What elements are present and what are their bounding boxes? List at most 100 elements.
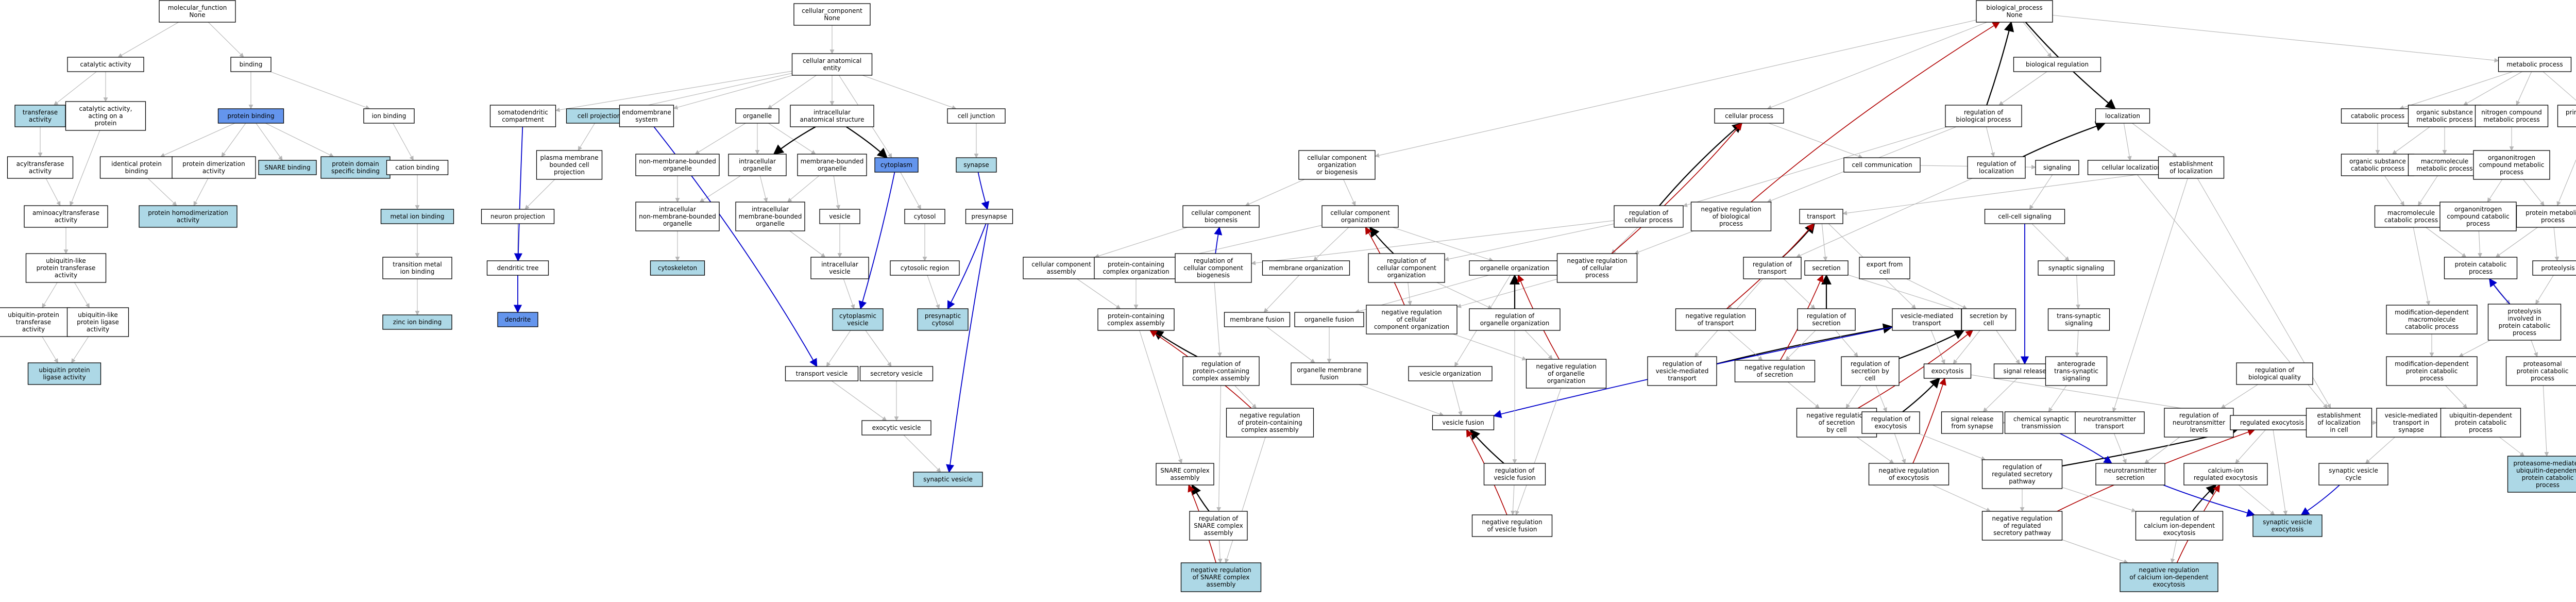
edge-gray-membrane_org-to-membrane_fusion — [1263, 275, 1300, 313]
edge-gray-metabolic-to-primary_met — [2543, 71, 2576, 101]
term-label-line: cation binding — [395, 164, 439, 171]
edge-gray-transport_vesicle-to-exocytic_vesicle — [831, 380, 887, 421]
term-label-line: component organization — [1374, 323, 1449, 330]
edge-black-reg_snare-to-snare_assembly — [1191, 484, 1210, 512]
edge-gray-intra_org-to-intra_mem — [759, 175, 768, 203]
edge-gray-cae-to-organelle — [767, 75, 817, 109]
term-box — [1976, 0, 2053, 23]
term-label-line: transport vesicle — [796, 370, 848, 377]
edge-gray-cae-to-cell_junction — [862, 75, 957, 110]
term-label-line: in cell — [2330, 426, 2348, 433]
term-node-cell-comm: cell communication — [1843, 157, 1921, 173]
term-box — [382, 257, 452, 279]
term-box — [797, 154, 867, 176]
term-box — [159, 0, 236, 23]
edge-gray-reg_nt_levels-to-nt_secretion — [2144, 437, 2180, 464]
term-box — [1471, 514, 1553, 537]
term-box — [859, 366, 934, 381]
edge-gray-identical_pb-to-homodimer — [147, 178, 177, 206]
term-label-line: negative regulation — [1567, 257, 1627, 264]
edge-gray-catalytic-to-transferase — [54, 71, 97, 106]
term-box — [1366, 305, 1458, 335]
edge-gray-secretion-to-secretion_by_cell — [1848, 274, 1962, 312]
edge-gray-cae-to-somatodendritic — [555, 71, 792, 112]
term-node-secretion: secretion — [1804, 260, 1849, 276]
term-box — [650, 260, 705, 276]
term-label-line: macromolecule — [2408, 316, 2455, 323]
term-box — [1799, 209, 1843, 224]
edge-gray-reg_secretion_cell-to-neg_reg_secretion_cell — [1845, 385, 1861, 409]
term-node-cell-cell-signaling: cell-cell signaling — [1984, 209, 2065, 224]
term-box — [904, 209, 945, 224]
term-label-line: vesicle organization — [1419, 370, 1481, 377]
term-label-line: organization — [1318, 161, 1357, 169]
term-label-line: process — [1585, 272, 1609, 279]
term-node-metabolic: metabolic process — [2498, 57, 2572, 72]
term-node-protein-binding: protein binding — [217, 108, 284, 124]
edge-gray-establishment_loc-to-transport — [1842, 171, 2159, 215]
term-box — [2095, 108, 2150, 124]
term-node-intra-nonmem: intracellularnon-membrane-boundedorganel… — [635, 202, 720, 231]
term-label-line: biological_process — [1986, 4, 2042, 11]
term-label-line: cytosol — [914, 213, 936, 220]
edge-gray-pc_assembly-to-snare_assembly — [1139, 330, 1183, 464]
term-box — [2095, 463, 2165, 486]
term-box — [1408, 366, 1493, 381]
term-box — [1175, 253, 1252, 283]
term-box — [1984, 209, 2065, 224]
edge-gray-macromol_cat-to-modification_cat — [2413, 227, 2431, 306]
term-label-line: cellular process — [1624, 216, 1673, 224]
term-box — [2038, 260, 2115, 276]
term-node-organelle: organelle — [735, 108, 779, 124]
edge-gray-transport-to-secretion — [1821, 223, 1828, 261]
term-label-line: cellular component — [1183, 264, 1243, 272]
edge-gray-organelle_mem_fusion-to-vesicle_fusion — [1359, 384, 1444, 416]
edge-blue-reg_cc_biogenesis-to-cc_biogenesis — [1214, 226, 1223, 254]
term-box — [890, 260, 960, 276]
term-label-line: chemical synaptic — [2013, 415, 2069, 423]
edge-gray-vesicle_transport-to-exocytosis — [1930, 330, 1945, 364]
edge-gray-cell_cell_signaling-to-synaptic_signaling — [2031, 223, 2070, 261]
edge-blue-chem_syn-to-nt_secretion — [2059, 433, 2113, 464]
edge-gray-metabolic-to-org_sub_met — [2463, 71, 2522, 106]
edge-gray-reg_bp-to-reg_cellular — [1683, 126, 1948, 207]
term-label-line: binding — [240, 61, 263, 68]
term-label-line: dendritic tree — [497, 264, 538, 272]
edge-gray-cco_biogenesis-to-cc_organization — [1343, 179, 1356, 206]
edge-gray-prot_dimer-to-homodimer — [193, 178, 209, 206]
term-label-line: plasma membrane — [540, 154, 598, 161]
term-label-line: negative regulation — [1878, 467, 1939, 474]
term-box — [1843, 157, 1921, 173]
term-box — [2004, 411, 2078, 434]
term-label-line: organelle organization — [1480, 264, 1550, 272]
term-label-line: assembly — [1207, 581, 1236, 588]
term-label-line: cellular_component — [802, 7, 862, 14]
term-box — [2408, 154, 2482, 176]
term-label-line: process — [2420, 375, 2444, 382]
term-label-line: of secretion — [1757, 371, 1793, 378]
edge-gray-reg_exocytosis-to-neg_reg_exo — [1894, 433, 1906, 464]
term-box — [7, 156, 74, 179]
term-label-line: None — [824, 14, 840, 22]
term-label-line: regulation of — [2160, 515, 2199, 522]
term-node-synaptic-signaling: synaptic signaling — [2038, 260, 2115, 276]
term-label-line: membrane organization — [1269, 264, 1343, 272]
term-box — [965, 209, 1013, 224]
term-label-line: secretory pathway — [1993, 529, 2051, 537]
term-box — [536, 150, 603, 180]
